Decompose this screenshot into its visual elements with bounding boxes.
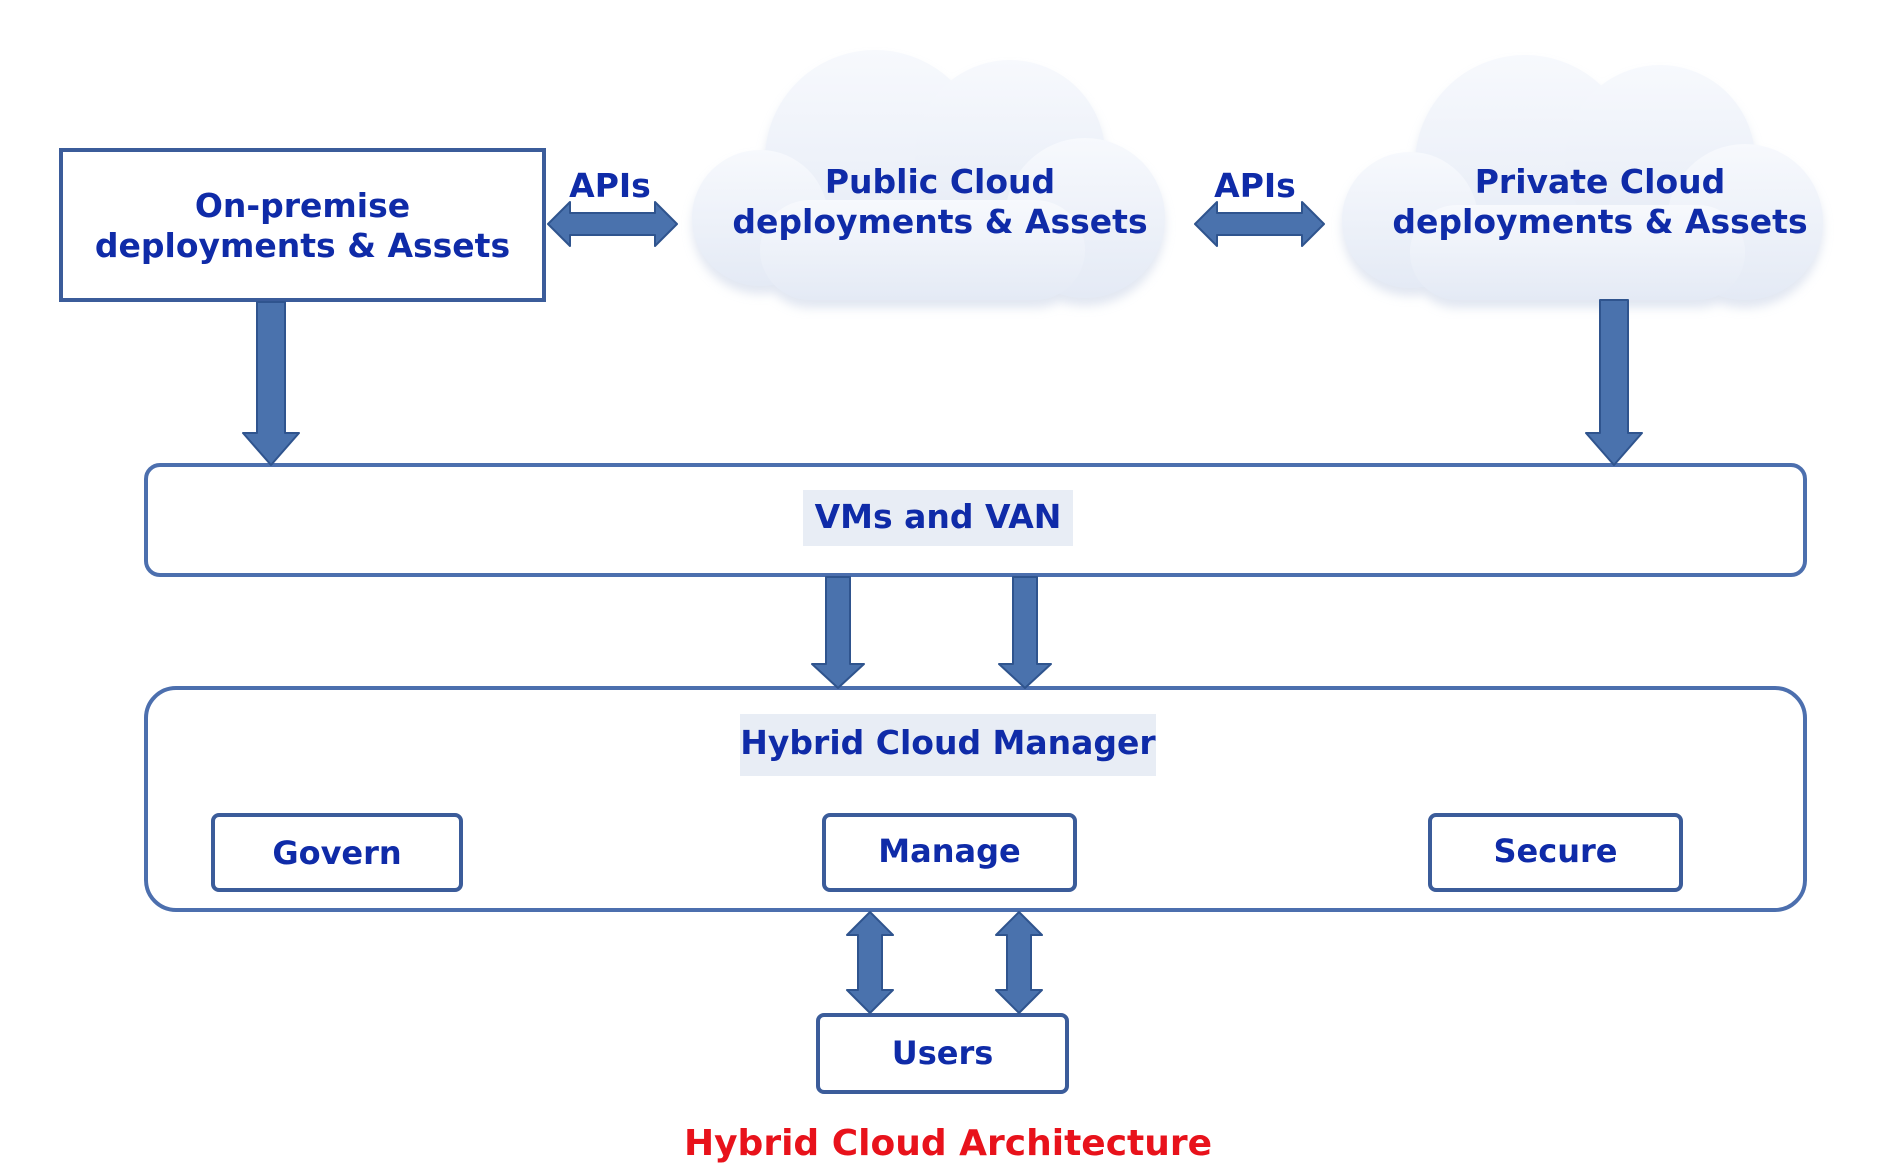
private-cloud-shape (1342, 55, 1823, 308)
public-cloud-shape (692, 50, 1165, 308)
govern-box (211, 813, 463, 892)
public-cloud-line2: deployments & Assets (732, 201, 1148, 241)
secure-box (1428, 813, 1683, 892)
vms-label-bg (803, 490, 1073, 546)
module-manage-label: Manage (878, 832, 1021, 870)
public-cloud-line1: Public Cloud (824, 162, 1056, 201)
manager-layer-label: Hybrid Cloud Manager (740, 723, 1156, 762)
api-left-double-arrow (547, 201, 678, 247)
manager-label-bg (740, 714, 1156, 776)
on-premise-label: On-premise deployments & Assets (61, 186, 544, 265)
diagram-caption: Hybrid Cloud Architecture (683, 1123, 1213, 1164)
private-cloud-down-arrow (1585, 299, 1643, 466)
api-left-label: APIs (569, 166, 651, 205)
module-govern-label: Govern (272, 834, 402, 872)
on-premise-line1: On-premise (194, 186, 411, 225)
module-secure-label: Secure (1493, 832, 1618, 870)
manager-users-double-arrow-left (846, 911, 894, 1014)
vms-to-manager-arrow-left (811, 576, 865, 689)
api-right-double-arrow (1194, 201, 1325, 247)
vms-to-manager-arrow-right (998, 576, 1052, 689)
api-right-label: APIs (1214, 166, 1296, 205)
manage-box (822, 813, 1077, 892)
users-box (816, 1013, 1069, 1094)
users-label: Users (891, 1034, 994, 1072)
on-premise-down-arrow (242, 301, 300, 466)
public-cloud-label: Public Cloud deployments & Assets (720, 162, 1160, 241)
private-cloud-label: Private Cloud deployments & Assets (1380, 162, 1820, 241)
manager-users-double-arrow-right (995, 911, 1043, 1014)
on-premise-line2: deployments & Assets (94, 225, 511, 265)
on-premise-box (59, 148, 546, 302)
vms-layer-label: VMs and VAN (814, 497, 1062, 536)
private-cloud-line1: Private Cloud (1474, 162, 1726, 201)
private-cloud-line2: deployments & Assets (1392, 201, 1808, 241)
manager-layer-box (144, 686, 1807, 912)
